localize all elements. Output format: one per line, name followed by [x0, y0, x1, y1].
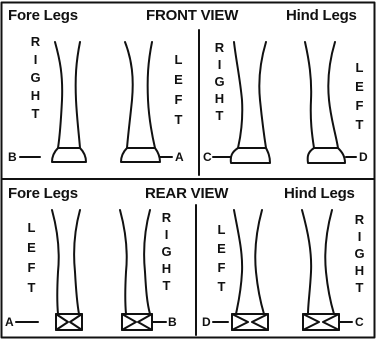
- front-hind-right-leg: [231, 42, 270, 163]
- rear-hind-right-leg: [302, 210, 339, 330]
- front-view-title: FRONT VIEW: [146, 8, 238, 23]
- rear-marker-a: A: [5, 316, 14, 328]
- rear-hind-left-leg: [232, 210, 268, 330]
- rear-hind-right-letters: RIGHT: [350, 212, 368, 297]
- rear-fore-right-word: RIGHT: [157, 210, 175, 295]
- front-hind-left-leg: [305, 42, 345, 163]
- front-fore-right-letters: RIGHT: [26, 34, 44, 124]
- rear-fore-left-leg: [52, 210, 82, 330]
- front-fore-right-word: RIGHT: [26, 34, 44, 124]
- front-hind-right-letters: RIGHT: [210, 40, 228, 125]
- rear-marker-b: B: [168, 316, 177, 328]
- rear-marker-d: D: [202, 316, 211, 328]
- front-marker-d: D: [359, 151, 368, 163]
- rear-fore-left-word: LEFT: [22, 220, 40, 300]
- rear-view-title: REAR VIEW: [145, 186, 228, 201]
- front-fore-right-leg: [52, 42, 86, 162]
- front-fore-legs-title: Fore Legs: [8, 8, 78, 23]
- front-hind-legs-title: Hind Legs: [286, 8, 357, 23]
- rear-hind-left-word: LEFT: [212, 222, 230, 298]
- front-marker-c: C: [203, 151, 212, 163]
- front-fore-left-letters: LEFT: [169, 52, 187, 132]
- rear-fore-left-letters: LEFT: [22, 220, 40, 300]
- front-marker-a: A: [175, 151, 184, 163]
- rear-fore-legs-title: Fore Legs: [8, 186, 78, 201]
- rear-fore-right-letters: RIGHT: [157, 210, 175, 295]
- rear-hind-right-word: RIGHT: [350, 212, 368, 297]
- rear-hind-legs-title: Hind Legs: [284, 186, 355, 201]
- rear-hind-left-letters: LEFT: [212, 222, 230, 298]
- front-fore-left-leg: [121, 42, 160, 162]
- rear-marker-c: C: [355, 316, 364, 328]
- front-marker-b: B: [8, 151, 17, 163]
- front-fore-left-word: LEFT: [169, 52, 187, 132]
- rear-fore-right-leg: [120, 210, 152, 330]
- front-hind-right-word: RIGHT: [210, 40, 228, 125]
- front-hind-left-word: LEFT: [350, 60, 368, 136]
- front-hind-left-letters: LEFT: [350, 60, 368, 136]
